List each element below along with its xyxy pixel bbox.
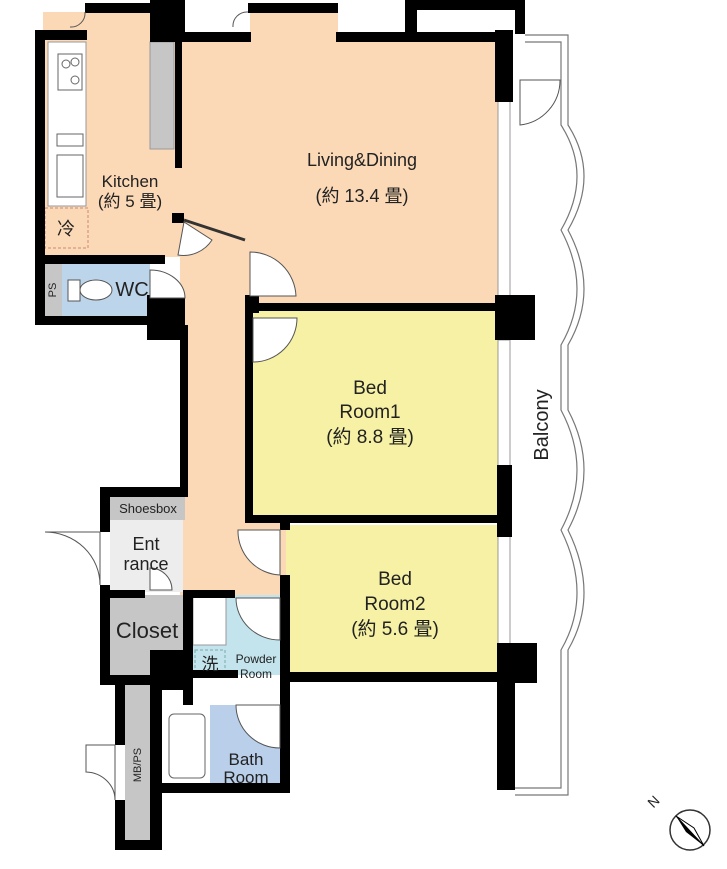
bed2-label-1: Bed — [378, 569, 412, 590]
washer-label: 洗 — [202, 655, 219, 674]
balcony-label: Balcony — [531, 389, 553, 460]
shoesbox — [110, 497, 185, 520]
bathtub-inner — [168, 713, 206, 779]
powder-label-1: Powder — [236, 652, 277, 666]
living-size: (約 13.4 畳) — [315, 186, 408, 206]
window-swings — [69, 11, 249, 28]
living-bay-floor — [250, 10, 338, 40]
ps-label: PS — [47, 283, 59, 298]
kitchen-sink — [56, 133, 84, 198]
powder-label-2: Room — [240, 667, 272, 681]
bath-label-2: Room — [223, 768, 268, 787]
shoesbox-label: Shoesbox — [119, 501, 177, 516]
bed1-size: (約 8.8 畳) — [326, 426, 414, 448]
fridge-label: 冷 — [57, 219, 75, 239]
hallway-floor — [180, 255, 248, 595]
closet-label: Closet — [116, 618, 178, 643]
mbps-floor — [125, 685, 150, 845]
toilet-icon — [67, 279, 113, 302]
kitchen-partition — [183, 218, 246, 242]
kitchen-label: Kitchen — [102, 172, 159, 191]
walls — [35, 0, 537, 850]
washer-space — [194, 649, 226, 675]
burner-icon — [61, 57, 80, 85]
powder-sink — [192, 596, 227, 646]
bedroom2-floor — [286, 525, 498, 675]
kitchen-size: (約 5 畳) — [98, 192, 162, 211]
door-swings — [44, 79, 561, 801]
entrance-label-1: Ent — [132, 534, 159, 554]
entrance-floor — [110, 520, 183, 592]
bath-label-1: Bath — [229, 750, 264, 769]
ps-floor — [43, 262, 62, 318]
balcony-outline — [515, 34, 585, 796]
bed1-label-2: Room1 — [339, 402, 400, 423]
bedroom1-floor — [248, 310, 498, 520]
kitchen-cabinet — [149, 41, 175, 150]
compass-icon: N — [644, 792, 711, 851]
mbps-label: MB/PS — [132, 748, 144, 782]
labels: Living&Dining (約 13.4 畳) Kitchen(約 5 畳) 冷 WC… — [47, 150, 553, 787]
bed1-label-1: Bed — [353, 378, 387, 399]
entrance-label-2: rance — [123, 554, 168, 574]
living-label: Living&Dining — [307, 150, 417, 170]
compass-north-label: N — [644, 792, 662, 810]
wc-label: WC — [115, 279, 148, 301]
bed2-size: (約 5.6 畳) — [351, 618, 439, 640]
windows — [497, 99, 511, 646]
bed2-label-2: Room2 — [364, 594, 425, 615]
kitchen-fixtures — [44, 41, 227, 779]
